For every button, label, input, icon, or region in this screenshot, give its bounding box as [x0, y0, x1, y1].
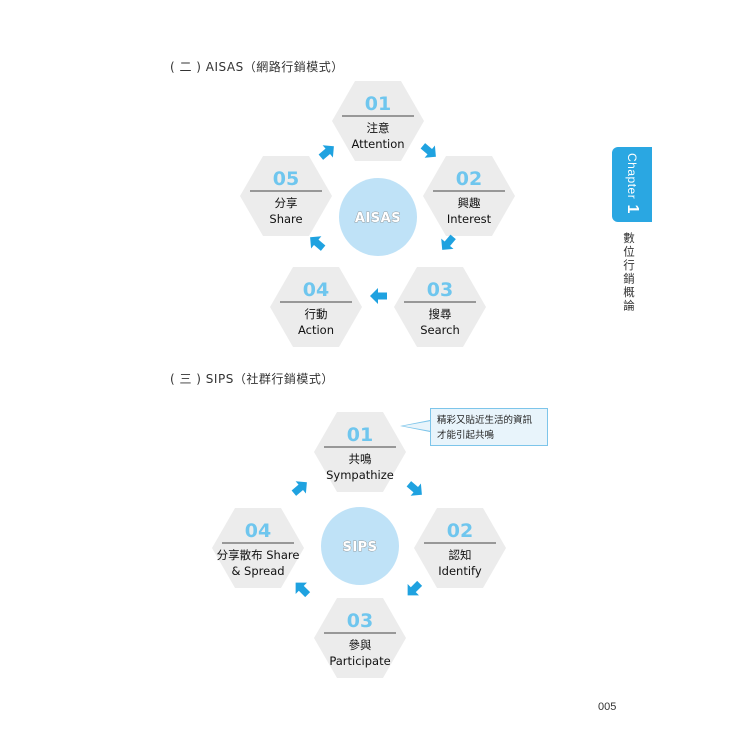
- sips-step-4-label-zh: 分享散布 Share: [217, 548, 300, 562]
- sips-arrow-1-icon: [406, 481, 422, 496]
- sips-arrow-4-icon: [291, 481, 307, 496]
- sips-step-2-label-zh: 認知: [449, 548, 472, 562]
- sips-step-3-hexagon: 03 參與 Participate: [314, 598, 406, 678]
- aisas-step-3-hexagon-shape: [394, 267, 486, 347]
- aisas-step-1-label-en: Attention: [351, 137, 404, 151]
- aisas-step-3-hexagon: 03 搜尋 Search: [394, 267, 486, 347]
- aisas-step-3-label-zh: 搜尋: [429, 307, 452, 321]
- callout-tail-inner: [403, 421, 431, 431]
- sips-step-3-number: 03: [347, 610, 373, 632]
- sips-step-1-hexagon-shape: [314, 412, 406, 492]
- aisas-arrow-1-icon: [420, 143, 436, 158]
- aisas-step-4-hexagon-shape: [270, 267, 362, 347]
- aisas-arrow-3-icon: [370, 288, 387, 304]
- aisas-step-4-label-en: Action: [298, 323, 334, 337]
- aisas-step-3-number: 03: [427, 279, 453, 301]
- aisas-step-5-hexagon-shape: [240, 156, 332, 236]
- aisas-step-1-hexagon-shape: [332, 81, 424, 161]
- aisas-step-4-hexagon: 04 行動 Action: [270, 267, 362, 347]
- sips-center-circle: [321, 507, 399, 585]
- aisas-step-1-hexagon: 01 注意 Attention: [332, 81, 424, 161]
- aisas-step-2-hexagon-shape: [423, 156, 515, 236]
- callout-line-1: 精彩又貼近生活的資訊: [437, 415, 533, 426]
- sips-step-2-number: 02: [447, 520, 473, 542]
- aisas-step-1-label-zh: 注意: [367, 121, 390, 135]
- sympathize-callout: 精彩又貼近生活的資訊 才能引起共鳴: [430, 408, 548, 446]
- sips-heading: ( 三 ) SIPS（社群行銷模式）: [170, 372, 334, 386]
- aisas-step-1-number: 01: [365, 93, 391, 115]
- aisas-step-5-hexagon: 05 分享 Share: [240, 156, 332, 236]
- sips-step-3-label-en: Participate: [329, 654, 390, 668]
- sips-step-1-hexagon: 01 共鳴 Sympathize: [314, 412, 406, 492]
- sips-step-2-hexagon: 02 認知 Identify: [414, 508, 506, 588]
- chapter-title: 數位行銷概論: [622, 232, 636, 313]
- aisas-step-2-label-en: Interest: [447, 212, 492, 226]
- aisas-arrow-4-icon: [310, 236, 326, 251]
- aisas-step-2-number: 02: [456, 168, 482, 190]
- aisas-step-5-label-zh: 分享: [275, 196, 298, 210]
- aisas-step-2-hexagon: 02 興趣 Interest: [423, 156, 515, 236]
- aisas-arrow-5-icon: [318, 145, 334, 160]
- sips-step-1-label-zh: 共鳴: [349, 452, 372, 466]
- sips-center-label: SIPS: [342, 540, 377, 555]
- sips-step-2-label-en: Identify: [438, 564, 482, 578]
- aisas-center-label: AISAS: [355, 211, 401, 226]
- aisas-step-3-label-en: Search: [420, 323, 460, 337]
- chapter-number: 1: [624, 204, 641, 214]
- sips-arrow-2-icon: [407, 580, 423, 596]
- sips-step-1-label-en: Sympathize: [326, 468, 394, 482]
- sips-step-3-hexagon-shape: [314, 598, 406, 678]
- callout-line-2: 才能引起共鳴: [437, 430, 495, 441]
- aisas-center-circle: [339, 178, 417, 256]
- chapter-word: Chapter: [625, 153, 639, 200]
- sips-step-4-hexagon: 04 分享散布 Share & Spread: [212, 508, 304, 588]
- sips-step-4-label-en: & Spread: [231, 564, 284, 578]
- aisas-heading: ( 二 ) AISAS（網路行銷模式）: [170, 60, 344, 74]
- sips-step-4-number: 04: [245, 520, 271, 542]
- aisas-step-4-number: 04: [303, 279, 329, 301]
- sips-step-3-label-zh: 參與: [349, 638, 372, 652]
- sips-step-2-hexagon-shape: [414, 508, 506, 588]
- aisas-step-5-label-en: Share: [269, 212, 302, 226]
- sips-step-1-number: 01: [347, 424, 373, 446]
- aisas-step-2-label-zh: 興趣: [458, 196, 481, 210]
- sips-arrow-3-icon: [295, 582, 311, 598]
- chapter-tab: Chapter 1: [612, 147, 652, 222]
- aisas-arrow-2-icon: [441, 234, 456, 250]
- aisas-step-5-number: 05: [273, 168, 299, 190]
- page-number: 005: [598, 701, 617, 713]
- aisas-step-4-label-zh: 行動: [305, 307, 328, 321]
- sips-step-4-hexagon-shape: [212, 508, 304, 588]
